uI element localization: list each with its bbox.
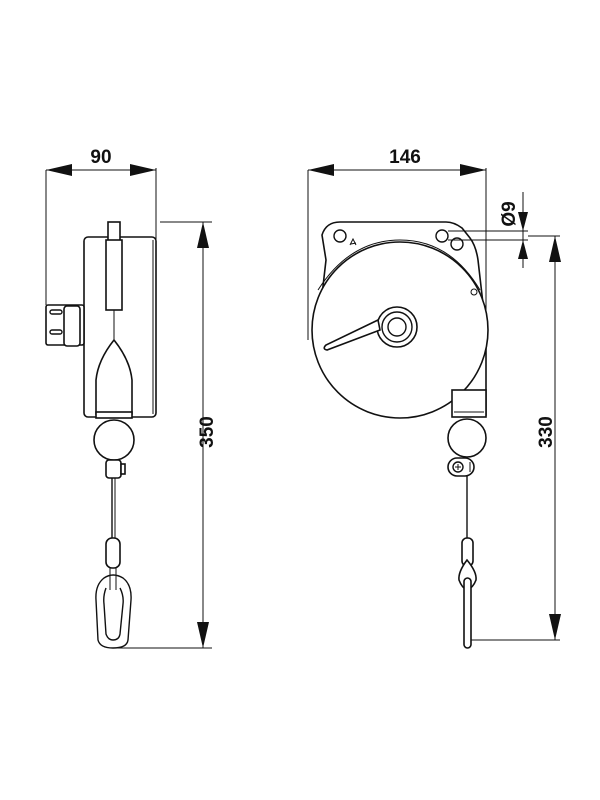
- front-snap-hook: [463, 577, 472, 649]
- dimension-350: 350: [116, 221, 218, 649]
- side-attachment: [45, 304, 85, 347]
- ferrule: [105, 537, 121, 569]
- clamp-screw: [120, 463, 126, 475]
- dimension-label-330: 330: [536, 416, 557, 448]
- snap-hook: [95, 574, 132, 649]
- drum-hub: [376, 306, 418, 348]
- mount-hole-right: [435, 229, 449, 243]
- cable-stop-ball: [93, 419, 135, 461]
- dimension-label-146: 146: [389, 147, 421, 168]
- front-clamp: [447, 457, 475, 477]
- cable-outlet: [451, 389, 487, 418]
- front-stop-ball: [447, 418, 487, 458]
- side-view: 90: [45, 147, 218, 649]
- hanger-bar: [105, 239, 123, 311]
- dimension-hole-diameter: Ø9: [448, 192, 528, 268]
- dimension-330: 330: [471, 235, 561, 641]
- dimension-label-diameter: Ø9: [499, 201, 520, 226]
- guide-base: [95, 411, 133, 419]
- dimension-90: 90: [45, 147, 157, 305]
- dimension-label-90: 90: [90, 147, 111, 168]
- dimension-label-350: 350: [197, 416, 218, 448]
- dimension-146: 146: [307, 147, 487, 415]
- mount-hole-left: [333, 229, 347, 243]
- tension-lever: [323, 318, 381, 351]
- cable-clamp: [105, 459, 122, 479]
- mount-hole-offset: [450, 237, 464, 251]
- front-view: 146 Ø9: [307, 147, 561, 649]
